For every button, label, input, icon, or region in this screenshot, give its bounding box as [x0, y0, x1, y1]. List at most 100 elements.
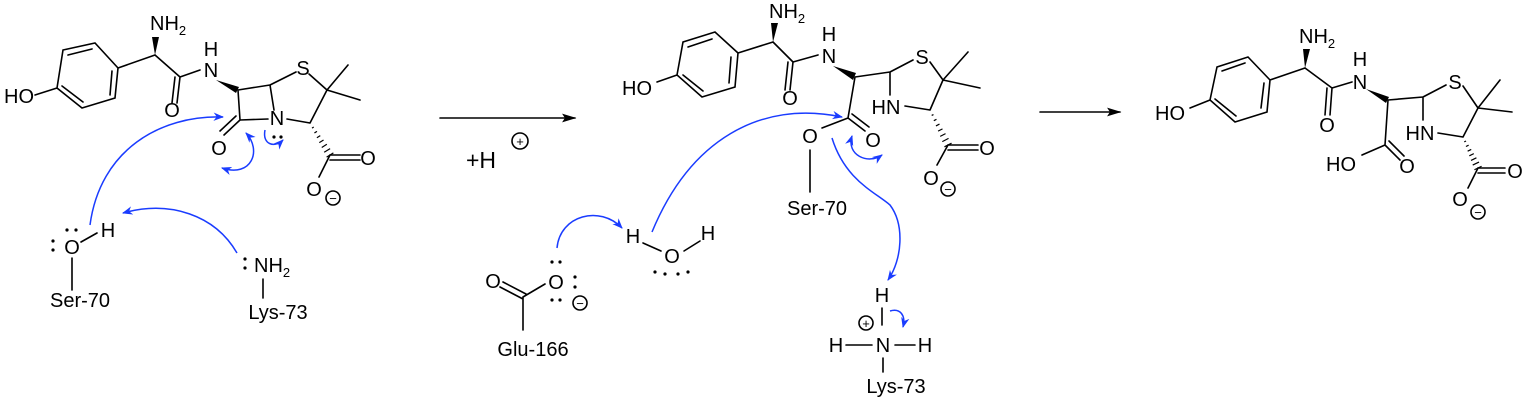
lone-pair	[272, 135, 276, 139]
atom-label: N	[822, 46, 836, 68]
atom-label: NH2	[150, 13, 186, 38]
atom-label: NH2	[769, 1, 805, 26]
atom-label: O	[1452, 189, 1468, 211]
negative-charge: −	[1470, 204, 1486, 220]
negative-charge: −	[572, 295, 588, 311]
atom-label: H	[822, 24, 836, 46]
atom-label: NH2	[254, 255, 290, 280]
hash-mark	[1472, 161, 1480, 166]
hash-mark	[935, 123, 940, 127]
ser-70-residue: O H Ser-70	[50, 220, 115, 312]
svg-text:−: −	[944, 182, 952, 197]
atom-label: H	[918, 335, 932, 357]
atom-label: H	[701, 223, 715, 245]
atom-label: O	[923, 168, 939, 190]
hashed-bond	[1463, 140, 1482, 171]
hash-mark	[1470, 157, 1477, 161]
electron-arrows	[89, 112, 284, 254]
residue-label: Ser-70	[787, 198, 847, 220]
svg-text:+: +	[516, 134, 524, 149]
atom-label: NH2	[1299, 26, 1335, 51]
atom-label: H	[101, 220, 115, 242]
hash-mark	[311, 126, 315, 129]
residue-label: Ser-70	[50, 290, 110, 312]
residue-label: Glu-166	[497, 339, 568, 361]
residue-label: Lys-73	[248, 302, 307, 324]
hashed-bond	[931, 114, 952, 148]
atom-label: S	[296, 58, 309, 80]
atom-label: O	[306, 179, 322, 201]
atom-label: O	[211, 138, 227, 160]
hash-mark	[314, 130, 318, 134]
amoxicillin-structure: HO NH2 O N H S N O O O −	[4, 13, 376, 206]
reaction-arrow-1: +H +	[439, 113, 577, 173]
hash-mark	[321, 143, 328, 148]
svg-text:+: +	[862, 316, 870, 331]
atom-label: H	[875, 285, 889, 307]
wedge-bond	[833, 66, 856, 80]
atom-label: H	[1353, 49, 1367, 71]
wedge-bond	[216, 80, 239, 93]
hash-mark	[1474, 165, 1482, 171]
atom-label: S	[915, 47, 928, 69]
hash-mark	[942, 137, 949, 143]
hash-mark	[323, 148, 331, 153]
panel-acylation: HO NH2 O N H S N O O O − O H Ser-70 NH2	[4, 13, 376, 324]
atom-label: O	[64, 237, 80, 259]
atom-label: O	[664, 246, 680, 268]
atom-label: O	[360, 148, 376, 170]
panel-deacylation: HO NH2 O N H S HN O O Ser-70 O O − H O H…	[485, 1, 995, 398]
hash-mark	[326, 152, 334, 158]
atom-label: HO	[4, 86, 34, 108]
svg-text:−: −	[329, 191, 337, 206]
positive-charge: +	[858, 315, 874, 331]
wedge-bond	[1366, 89, 1389, 103]
atom-label: H	[626, 226, 640, 248]
negative-charge: −	[325, 190, 341, 206]
atom-label: O	[802, 126, 818, 148]
lys-73-ammonium: H N H H + Lys-73	[829, 285, 932, 398]
electron-arrows	[556, 110, 910, 329]
wedge-bond	[1303, 49, 1310, 68]
atom-label: HN	[1406, 123, 1435, 145]
atom-label: N	[1353, 72, 1367, 94]
lys-73-residue: NH2 Lys-73	[243, 255, 308, 324]
negative-charge: −	[940, 181, 956, 197]
hash-mark	[933, 118, 937, 122]
hash-mark	[939, 133, 946, 137]
panel-product: HO NH2 O N H S HN O HO O O −	[1155, 26, 1523, 220]
atom-label: HO	[622, 78, 652, 100]
hash-mark	[318, 139, 324, 144]
hash-mark	[1465, 144, 1469, 148]
hash-mark	[1463, 140, 1467, 143]
glu-166-residue: O O − Glu-166	[485, 260, 588, 361]
atom-label: O	[865, 130, 881, 152]
hash-mark	[316, 135, 321, 139]
atom-label: O	[782, 88, 798, 110]
atom-label: HO	[1326, 154, 1356, 176]
atom-label: H	[204, 39, 218, 61]
atom-label: H	[829, 335, 843, 357]
svg-text:−: −	[576, 296, 584, 311]
water-molecule: H O H	[626, 223, 715, 276]
atom-label: O	[164, 100, 180, 122]
atom-label: N	[270, 108, 284, 130]
amoxicilloic-acid-structure: HO NH2 O N H S HN O HO O O −	[1155, 26, 1523, 220]
hash-mark	[1469, 153, 1475, 157]
atom-label: N	[876, 335, 890, 357]
hash-mark	[937, 128, 943, 132]
proton-reagent: +H	[466, 147, 496, 173]
svg-text:−: −	[1474, 205, 1482, 220]
hash-mark	[944, 142, 952, 148]
atom-label: O	[548, 272, 564, 294]
atom-label: HN	[872, 97, 901, 119]
atom-label: HO	[1155, 103, 1185, 125]
wedge-bond	[771, 23, 778, 42]
atom-label: O	[1399, 156, 1415, 178]
atom-label: O	[485, 271, 501, 293]
positive-charge: +	[511, 132, 529, 150]
bonds	[34, 42, 361, 178]
atom-label: O	[1319, 115, 1335, 137]
residue-label: Lys-73	[866, 376, 925, 398]
